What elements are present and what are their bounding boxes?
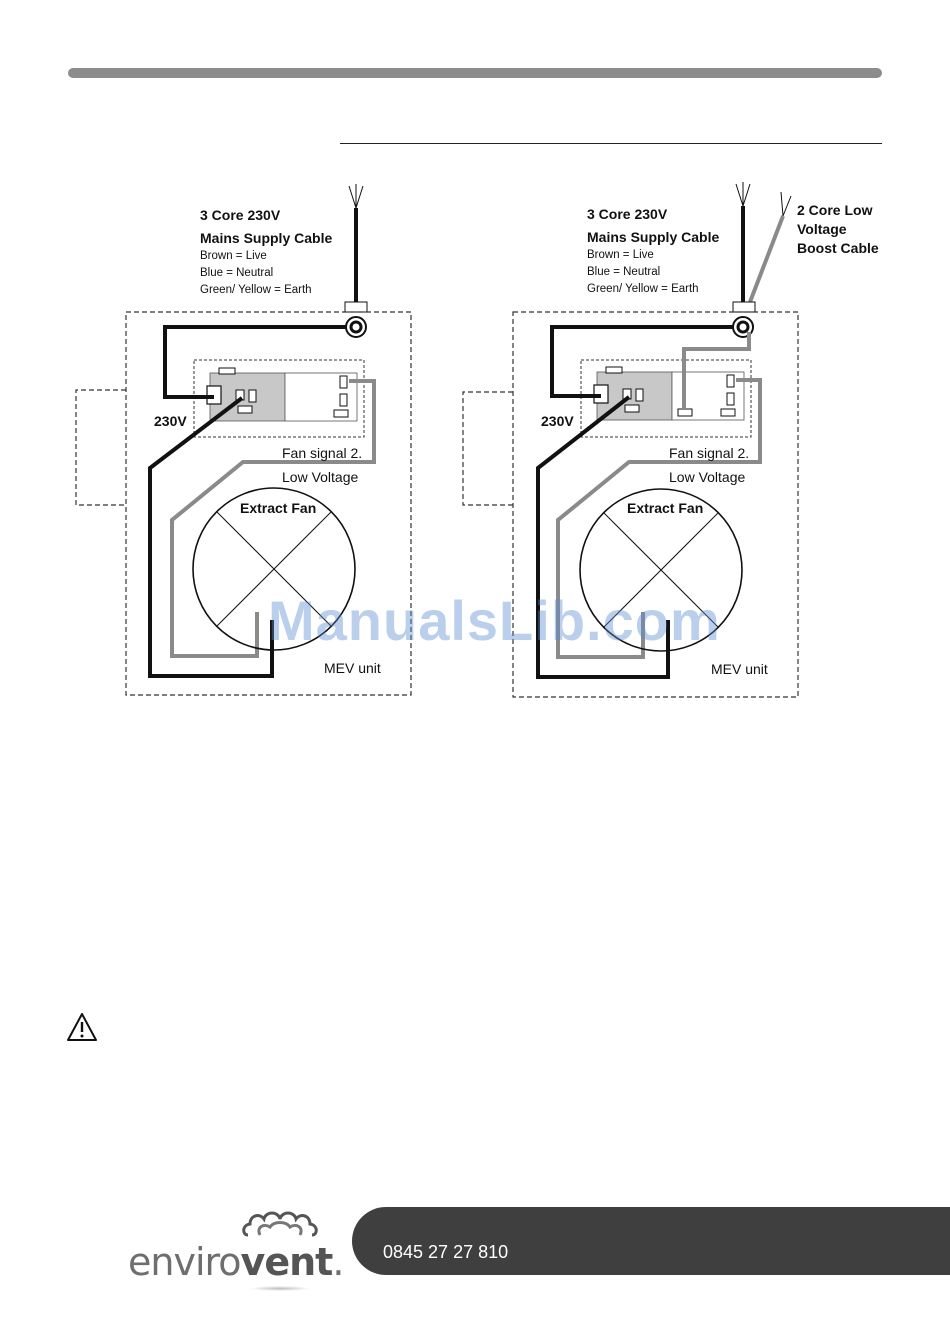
right-low-voltage-label: Low Voltage — [669, 469, 746, 485]
right-wiring-diagram — [462, 182, 799, 698]
left-low-voltage-label: Low Voltage — [282, 469, 359, 485]
logo-shadow — [250, 1286, 310, 1291]
left-cable-title-line2: Mains Supply Cable — [200, 230, 333, 246]
right-boost-cable-line3: Boost Cable — [797, 240, 879, 256]
left-wire-live: Brown = Live — [200, 250, 267, 262]
left-wire-neutral: Blue = Neutral — [200, 267, 274, 279]
right-wire-live: Brown = Live — [587, 249, 654, 261]
right-wire-neutral: Blue = Neutral — [587, 266, 661, 278]
section-rule — [340, 143, 882, 144]
envirovent-logo-text: envirovent. — [128, 1240, 344, 1284]
left-wiring-diagram — [75, 184, 412, 696]
right-cable-title-line2: Mains Supply Cable — [587, 229, 720, 245]
left-mev-unit-label: MEV unit — [324, 660, 381, 676]
header-bar — [68, 68, 882, 78]
left-voltage-label: 230V — [154, 413, 187, 429]
right-boost-cable-line1: 2 Core Low — [797, 202, 873, 218]
brand-regular: enviro — [128, 1240, 242, 1284]
phone-number: 0845 27 27 810 — [383, 1242, 509, 1262]
left-wire-earth: Green/ Yellow = Earth — [200, 284, 312, 296]
right-extract-fan-label: Extract Fan — [627, 500, 704, 516]
right-voltage-label: 230V — [541, 413, 574, 429]
warning-icon — [67, 1013, 97, 1041]
right-wire-earth: Green/ Yellow = Earth — [587, 283, 699, 295]
right-mev-unit-label: MEV unit — [711, 661, 768, 677]
brand-bold: vent — [240, 1240, 334, 1284]
footer-bar — [352, 1207, 950, 1275]
envirovent-logo-icon — [242, 1211, 318, 1237]
right-fan-signal-label: Fan signal 2. — [669, 445, 750, 461]
left-cable-title-line1: 3 Core 230V — [200, 207, 281, 223]
right-cable-title-line1: 3 Core 230V — [587, 206, 668, 222]
brand-mark: . — [332, 1240, 344, 1284]
right-boost-cable-line2: Voltage — [797, 221, 847, 237]
left-fan-signal-label: Fan signal 2. — [282, 445, 363, 461]
left-extract-fan-label: Extract Fan — [240, 500, 317, 516]
watermark: ManualsLib.com — [268, 589, 721, 652]
